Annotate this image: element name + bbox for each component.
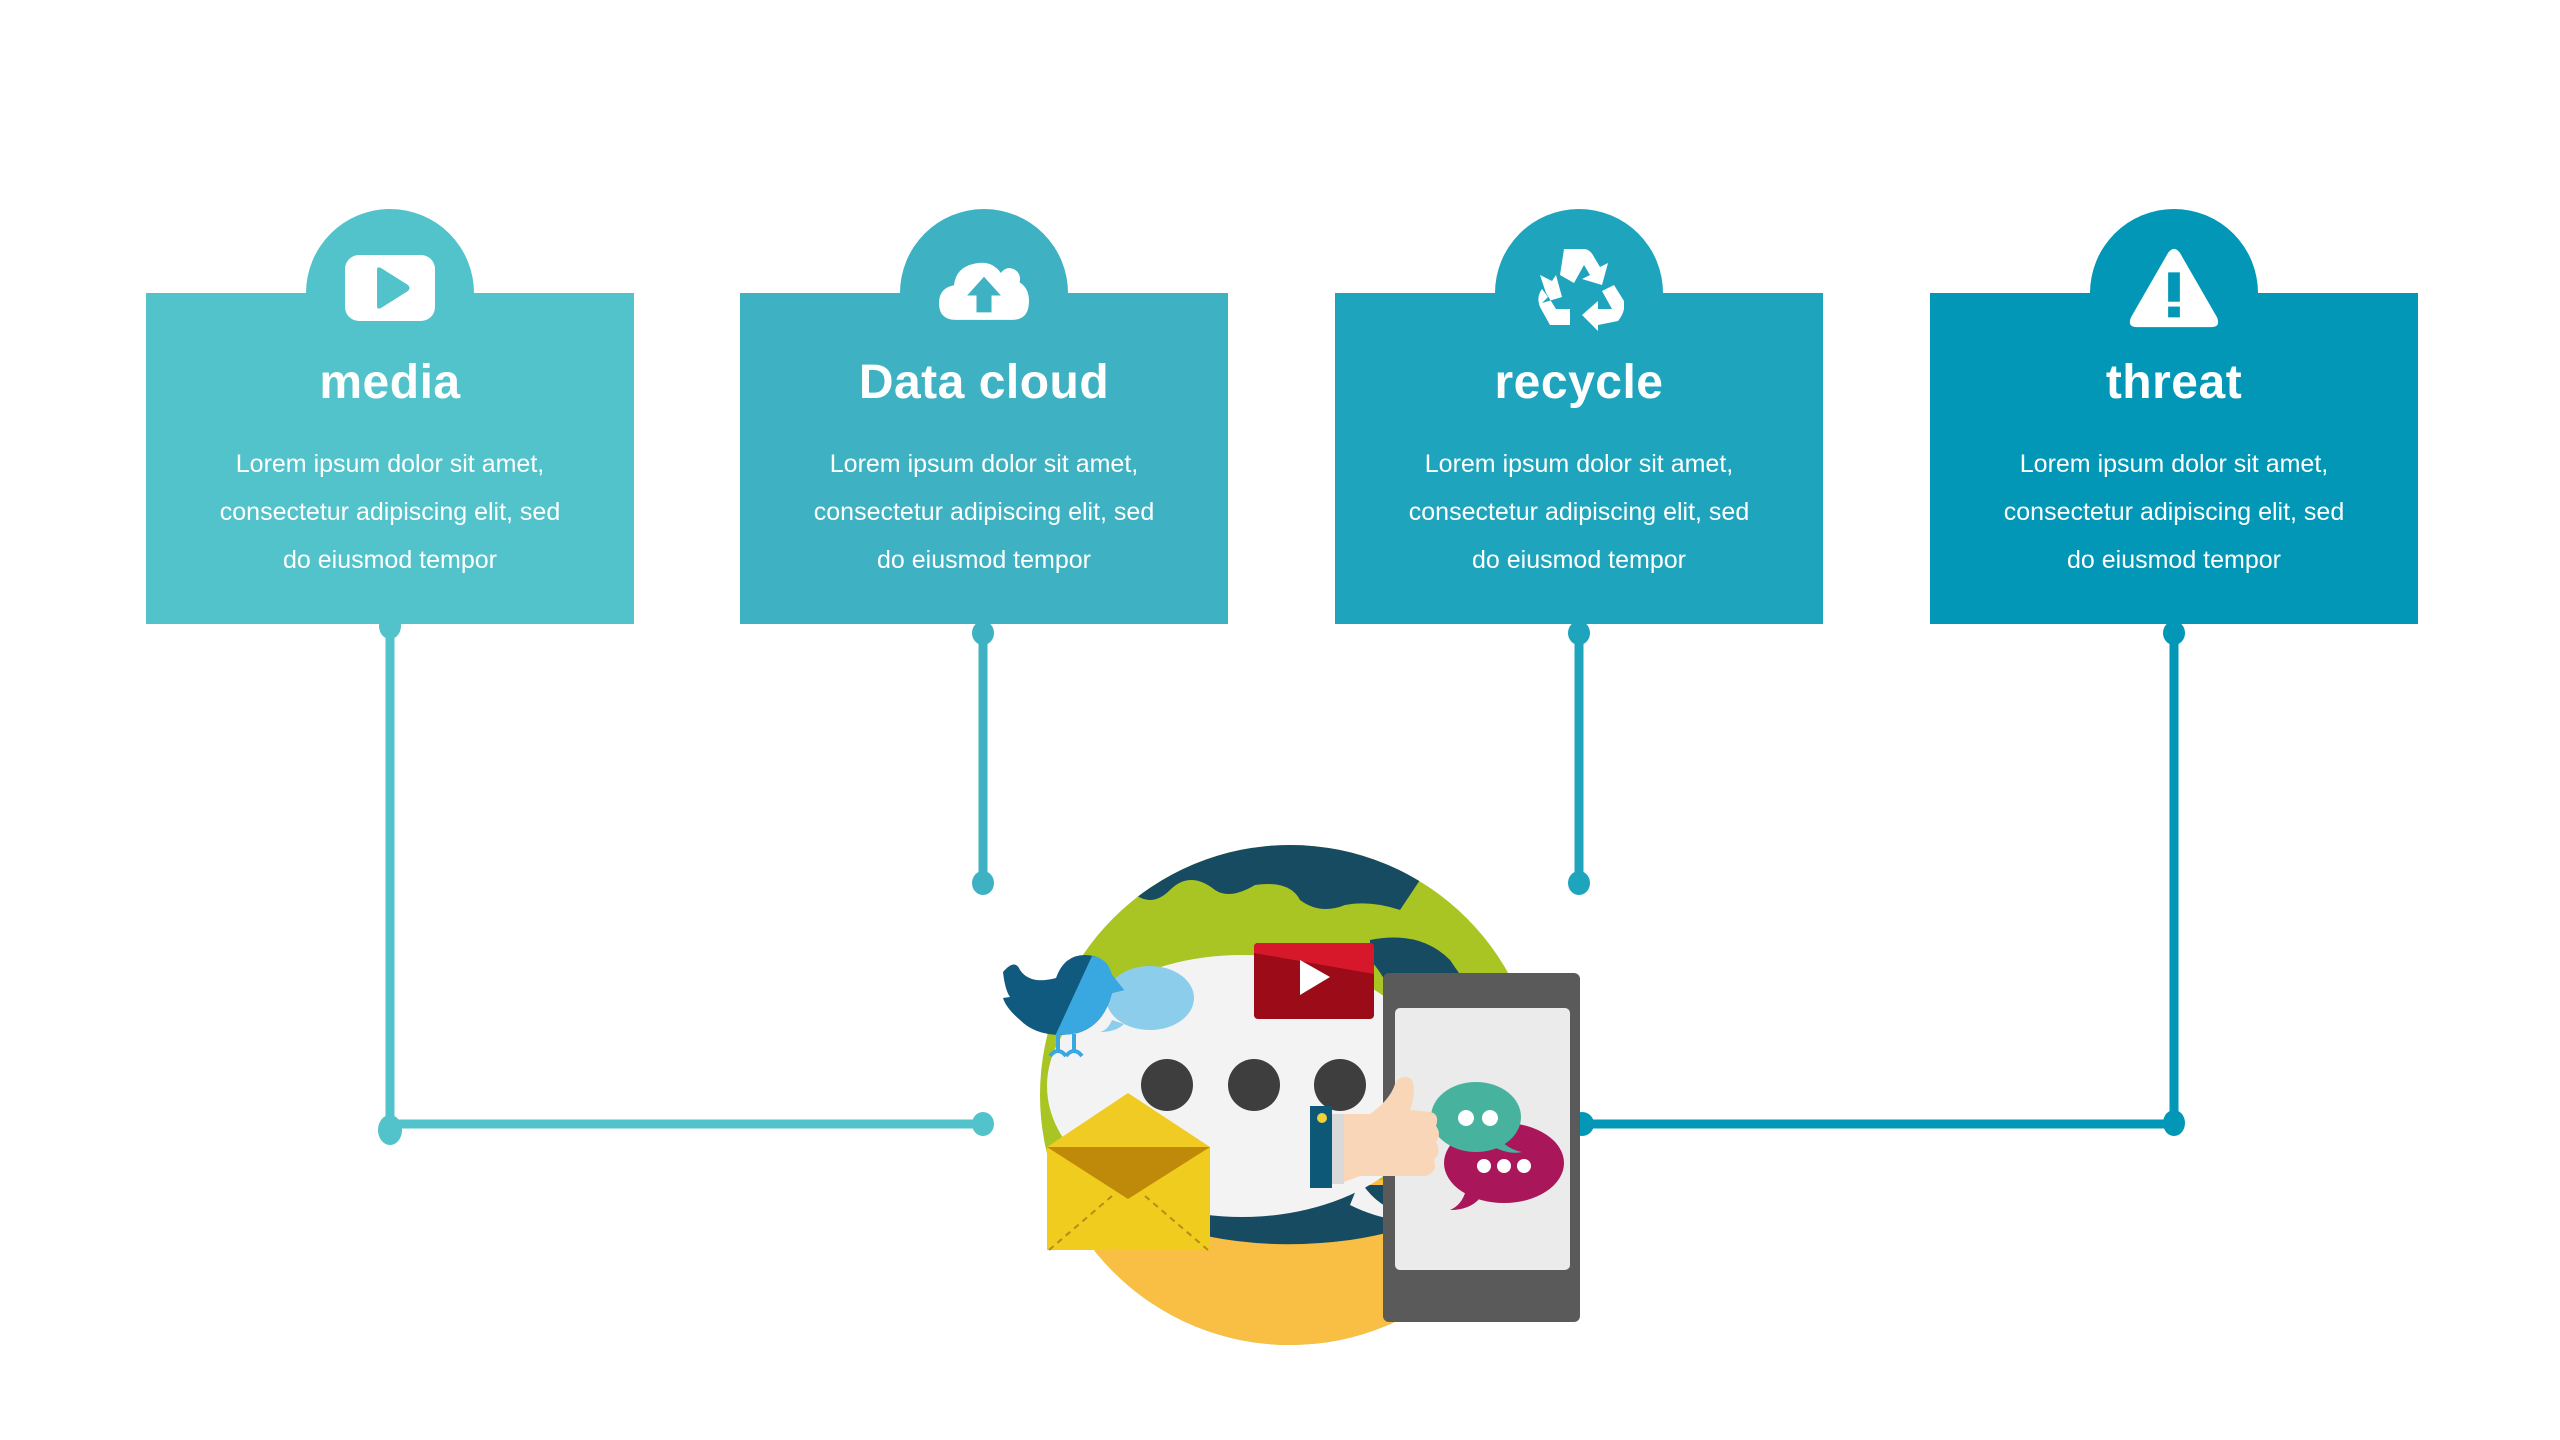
card-title: threat (2105, 356, 2243, 409)
card-description: Lorem ipsum dolor sit amet, consectetur … (1408, 450, 1750, 574)
card-title: Data cloud (858, 356, 1110, 409)
connector-recycle (1568, 621, 1590, 895)
card-data-cloud: Data cloud Lorem ipsum dolor sit amet, c… (740, 209, 1228, 624)
card-description: Lorem ipsum dolor sit amet, consectetur … (813, 450, 1155, 574)
play-video-icon (345, 243, 435, 333)
card-threat: threat Lorem ipsum dolor sit amet, conse… (1930, 209, 2418, 624)
connector-threat (1570, 621, 2185, 1136)
card-title: media (319, 356, 461, 409)
cloud-upload-icon (939, 243, 1029, 333)
card-description: Lorem ipsum dolor sit amet, consectetur … (2003, 450, 2345, 574)
card-recycle: recycle Lorem ipsum dolor sit amet, cons… (1335, 209, 1823, 624)
connector-data-cloud (972, 621, 994, 895)
warning-icon (2129, 243, 2219, 333)
card-media: media Lorem ipsum dolor sit amet, consec… (146, 209, 634, 624)
connector-media (378, 613, 994, 1145)
recycle-icon (1534, 243, 1624, 333)
card-description: Lorem ipsum dolor sit amet, consectetur … (219, 450, 561, 574)
card-title: recycle (1494, 356, 1664, 409)
